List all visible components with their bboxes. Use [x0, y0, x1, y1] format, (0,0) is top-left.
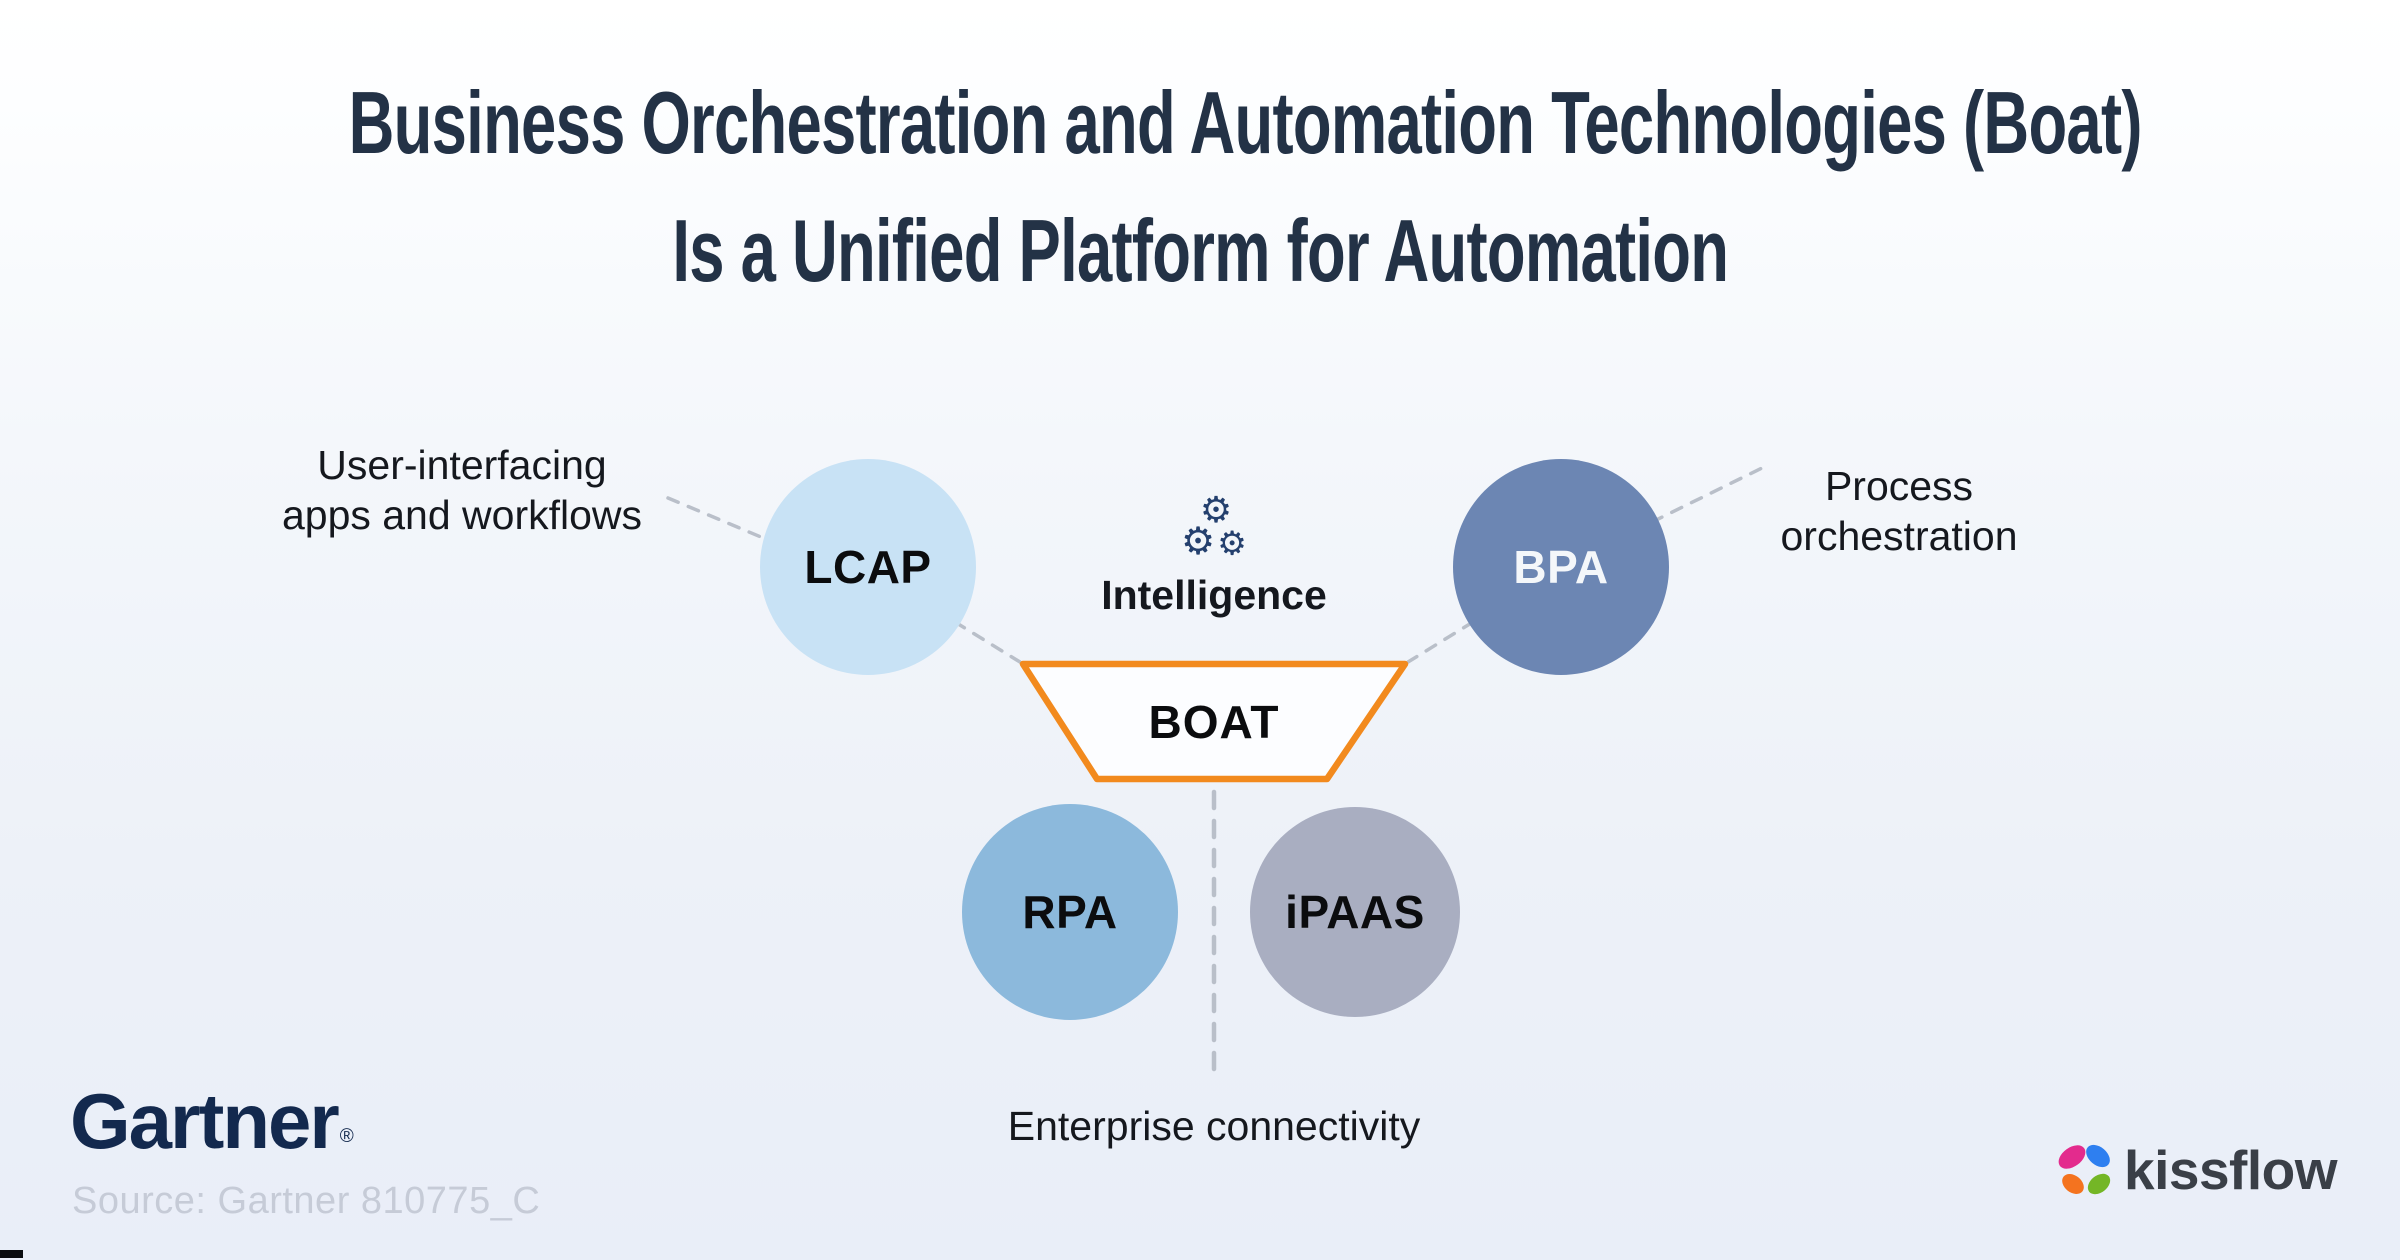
lcap-label: LCAP: [804, 541, 932, 593]
bottom-annotation: Enterprise connectivity: [1007, 1103, 1421, 1149]
connector-lcap-to-boat: [953, 620, 1022, 664]
intelligence-label: Intelligence: [1101, 572, 1327, 618]
gear-top-icon: ⚙: [1199, 490, 1233, 531]
left-annotation-line1: User-interfacing: [317, 442, 607, 488]
petal-bottom-left: [2062, 1174, 2084, 1194]
ipaas-circle: [1250, 807, 1460, 1017]
gear-left-icon: ⚙: [1180, 519, 1216, 563]
page-title-line1: Business Orchestration and Automation Te…: [0, 72, 2400, 174]
petal-bottom-right: [2087, 1173, 2111, 1195]
registered-trademark-icon: ®: [339, 1126, 354, 1147]
right-annotation: Process orchestration: [1780, 461, 2017, 561]
gartner-logo: Gartner®: [70, 1076, 354, 1167]
bpa-circle: [1453, 459, 1669, 675]
ipaas-label: iPAAS: [1285, 886, 1425, 938]
boat-label: BOAT: [1148, 696, 1280, 748]
lcap-circle: [760, 459, 976, 675]
left-annotation-line2: apps and workflows: [281, 492, 643, 538]
right-annotation-line2: orchestration: [1780, 513, 2018, 559]
page-title-line1-text: Business Orchestration and Automation Te…: [348, 73, 2143, 172]
kissflow-logo-text: kissflow: [2124, 1139, 2338, 1201]
connector-bpa-to-boat: [1406, 620, 1475, 664]
petal-top-left: [2058, 1145, 2086, 1169]
rpa-circle: [962, 804, 1178, 1020]
left-annotation: User-interfacing apps and workflows: [282, 440, 642, 540]
gartner-logo-text: Gartner: [70, 1077, 340, 1165]
source-citation: Source: Gartner 810775_C: [72, 1180, 541, 1222]
kissflow-logo: kissflow: [2058, 1138, 2338, 1202]
corner-mark: [0, 1250, 23, 1258]
gear-right-icon: ⚙: [1217, 523, 1247, 563]
kissflow-flower-icon: [2058, 1144, 2111, 1195]
right-annotation-line1: Process: [1824, 463, 1974, 509]
rpa-label: RPA: [1022, 886, 1118, 938]
connector-bpa-to-rightlabel: [1650, 466, 1764, 524]
connector-leftlabel-to-lcap: [666, 496, 782, 547]
page-title-line2: Is a Unified Platform for Automation: [0, 200, 2400, 302]
petal-top-right: [2086, 1144, 2110, 1168]
page-title-line2-text: Is a Unified Platform for Automation: [672, 201, 1729, 300]
bpa-label: BPA: [1513, 541, 1609, 593]
boat-trapezoid: [1019, 660, 1409, 783]
